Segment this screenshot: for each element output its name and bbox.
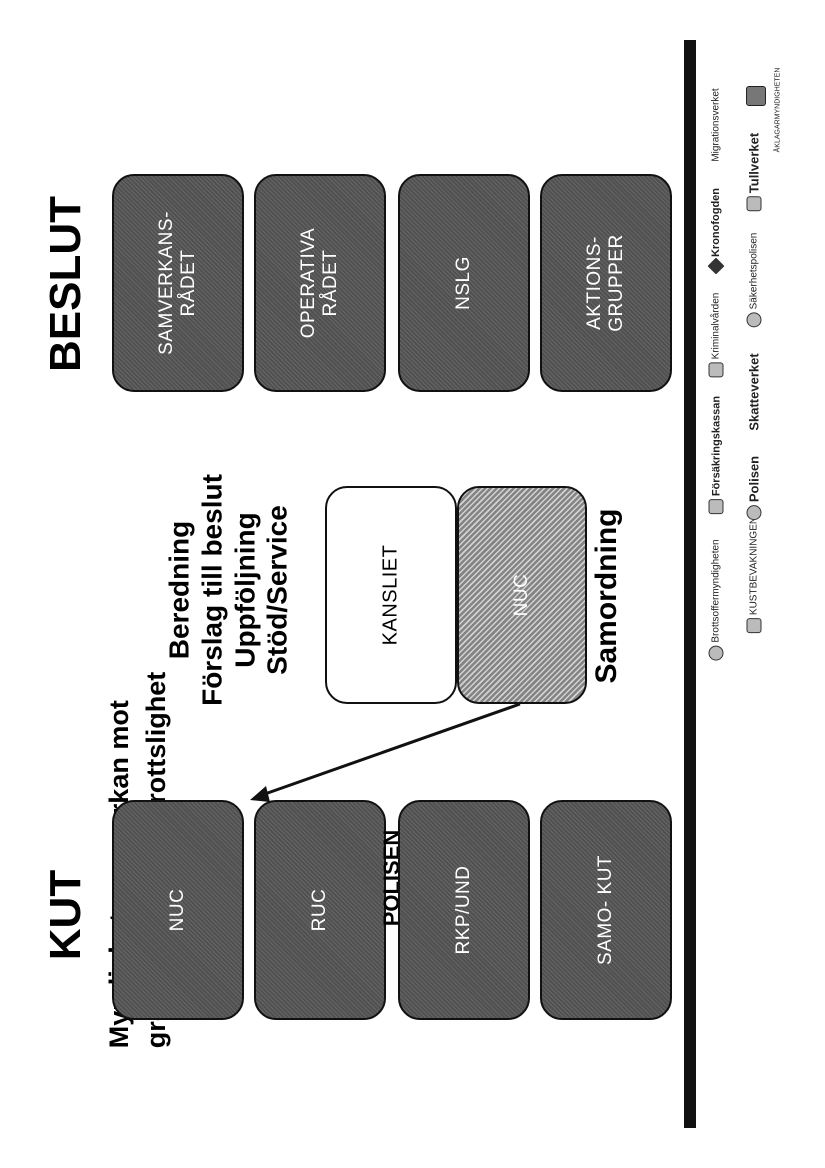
kut-box-rkp-und-label: RKP/UND xyxy=(453,865,475,955)
logo-brottsoffermyndigheten: Brottsoffermyndigheten xyxy=(708,539,724,661)
divider-bar xyxy=(684,40,696,1128)
beslut-box-aktionsgrupper: AKTIONS-GRUPPER xyxy=(540,174,672,392)
aklagarmyndigheten-crest-icon xyxy=(746,86,766,106)
kansliet-box: KANSLIET xyxy=(325,486,457,704)
polisen-crest-icon xyxy=(746,505,762,521)
beslut-box-nslg: NSLG xyxy=(398,174,530,392)
nuc-coordination-box: NUC xyxy=(457,486,587,704)
logo-kustbevakningen: KUSTBEVAKNINGEN xyxy=(746,517,762,634)
kronofogden-diamond-icon xyxy=(707,257,725,275)
logo-skatteverket: Skatteverket xyxy=(746,353,762,431)
center-line-beredning: Beredning xyxy=(163,520,195,660)
fk-logo-icon xyxy=(708,499,724,515)
nuc-coordination-box-label: NUC xyxy=(511,573,533,617)
kut-box-nuc: NUC xyxy=(112,800,244,1020)
beslut-box-nslg-label: NSLG xyxy=(453,256,475,310)
arrow-line xyxy=(261,702,521,797)
logo-aklagarmyndigheten: ÅKLAGARMYNDIGHETEN xyxy=(774,67,782,153)
center-line-stod: Stöd/Service xyxy=(261,505,293,675)
crest-icon xyxy=(708,645,724,661)
center-line-uppfoljning: Uppföljning xyxy=(229,512,260,668)
logo-kriminalvarden: Kriminalvården xyxy=(708,293,724,378)
kut-box-samo-kut: SAMO- KUT xyxy=(540,800,672,1020)
beslut-box-samverkansradet: SAMVERKANS-RÅDET xyxy=(112,174,244,392)
kut-box-rkp-und: RKP/UND xyxy=(398,800,530,1020)
kut-box-samo-kut-label: SAMO- KUT xyxy=(595,854,617,966)
logo-forsakringskassan: Försäkringskassan xyxy=(708,396,724,515)
logo-polisen: Polisen xyxy=(746,456,762,521)
logo-sakerhetspolisen: Säkerhetspolisen xyxy=(746,233,762,328)
kriminalvarden-icon xyxy=(708,362,724,378)
logo-tullverket: Tullverket xyxy=(746,133,762,212)
kut-box-nuc-label: NUC xyxy=(167,888,189,932)
kut-box-ruc-label: RUC xyxy=(309,888,331,932)
kustbevakningen-crest-icon xyxy=(746,618,762,634)
arrow-head xyxy=(250,786,270,802)
beslut-box-samverkansradet-label: SAMVERKANS-RÅDET xyxy=(156,211,199,355)
samordning-label: Samordning xyxy=(590,508,623,684)
kut-box-ruc: RUC xyxy=(254,800,386,1020)
center-line-forslag: Förslag till beslut xyxy=(196,474,228,706)
tullverket-icon xyxy=(746,196,762,212)
sakerhetspolisen-crest-icon xyxy=(746,312,762,328)
beslut-box-aktionsgrupper-label: AKTIONS-GRUPPER xyxy=(584,234,627,332)
kansliet-box-label: KANSLIET xyxy=(379,544,402,646)
center-text: Beredning Förslag till beslut Uppföljnin… xyxy=(164,474,295,706)
logo-kronofogden: Kronofogden xyxy=(707,188,725,275)
beslut-heading: BESLUT xyxy=(41,196,90,372)
logo-migrationsverket: Migrationsverket xyxy=(710,88,722,162)
kut-heading: KUT xyxy=(41,869,90,961)
